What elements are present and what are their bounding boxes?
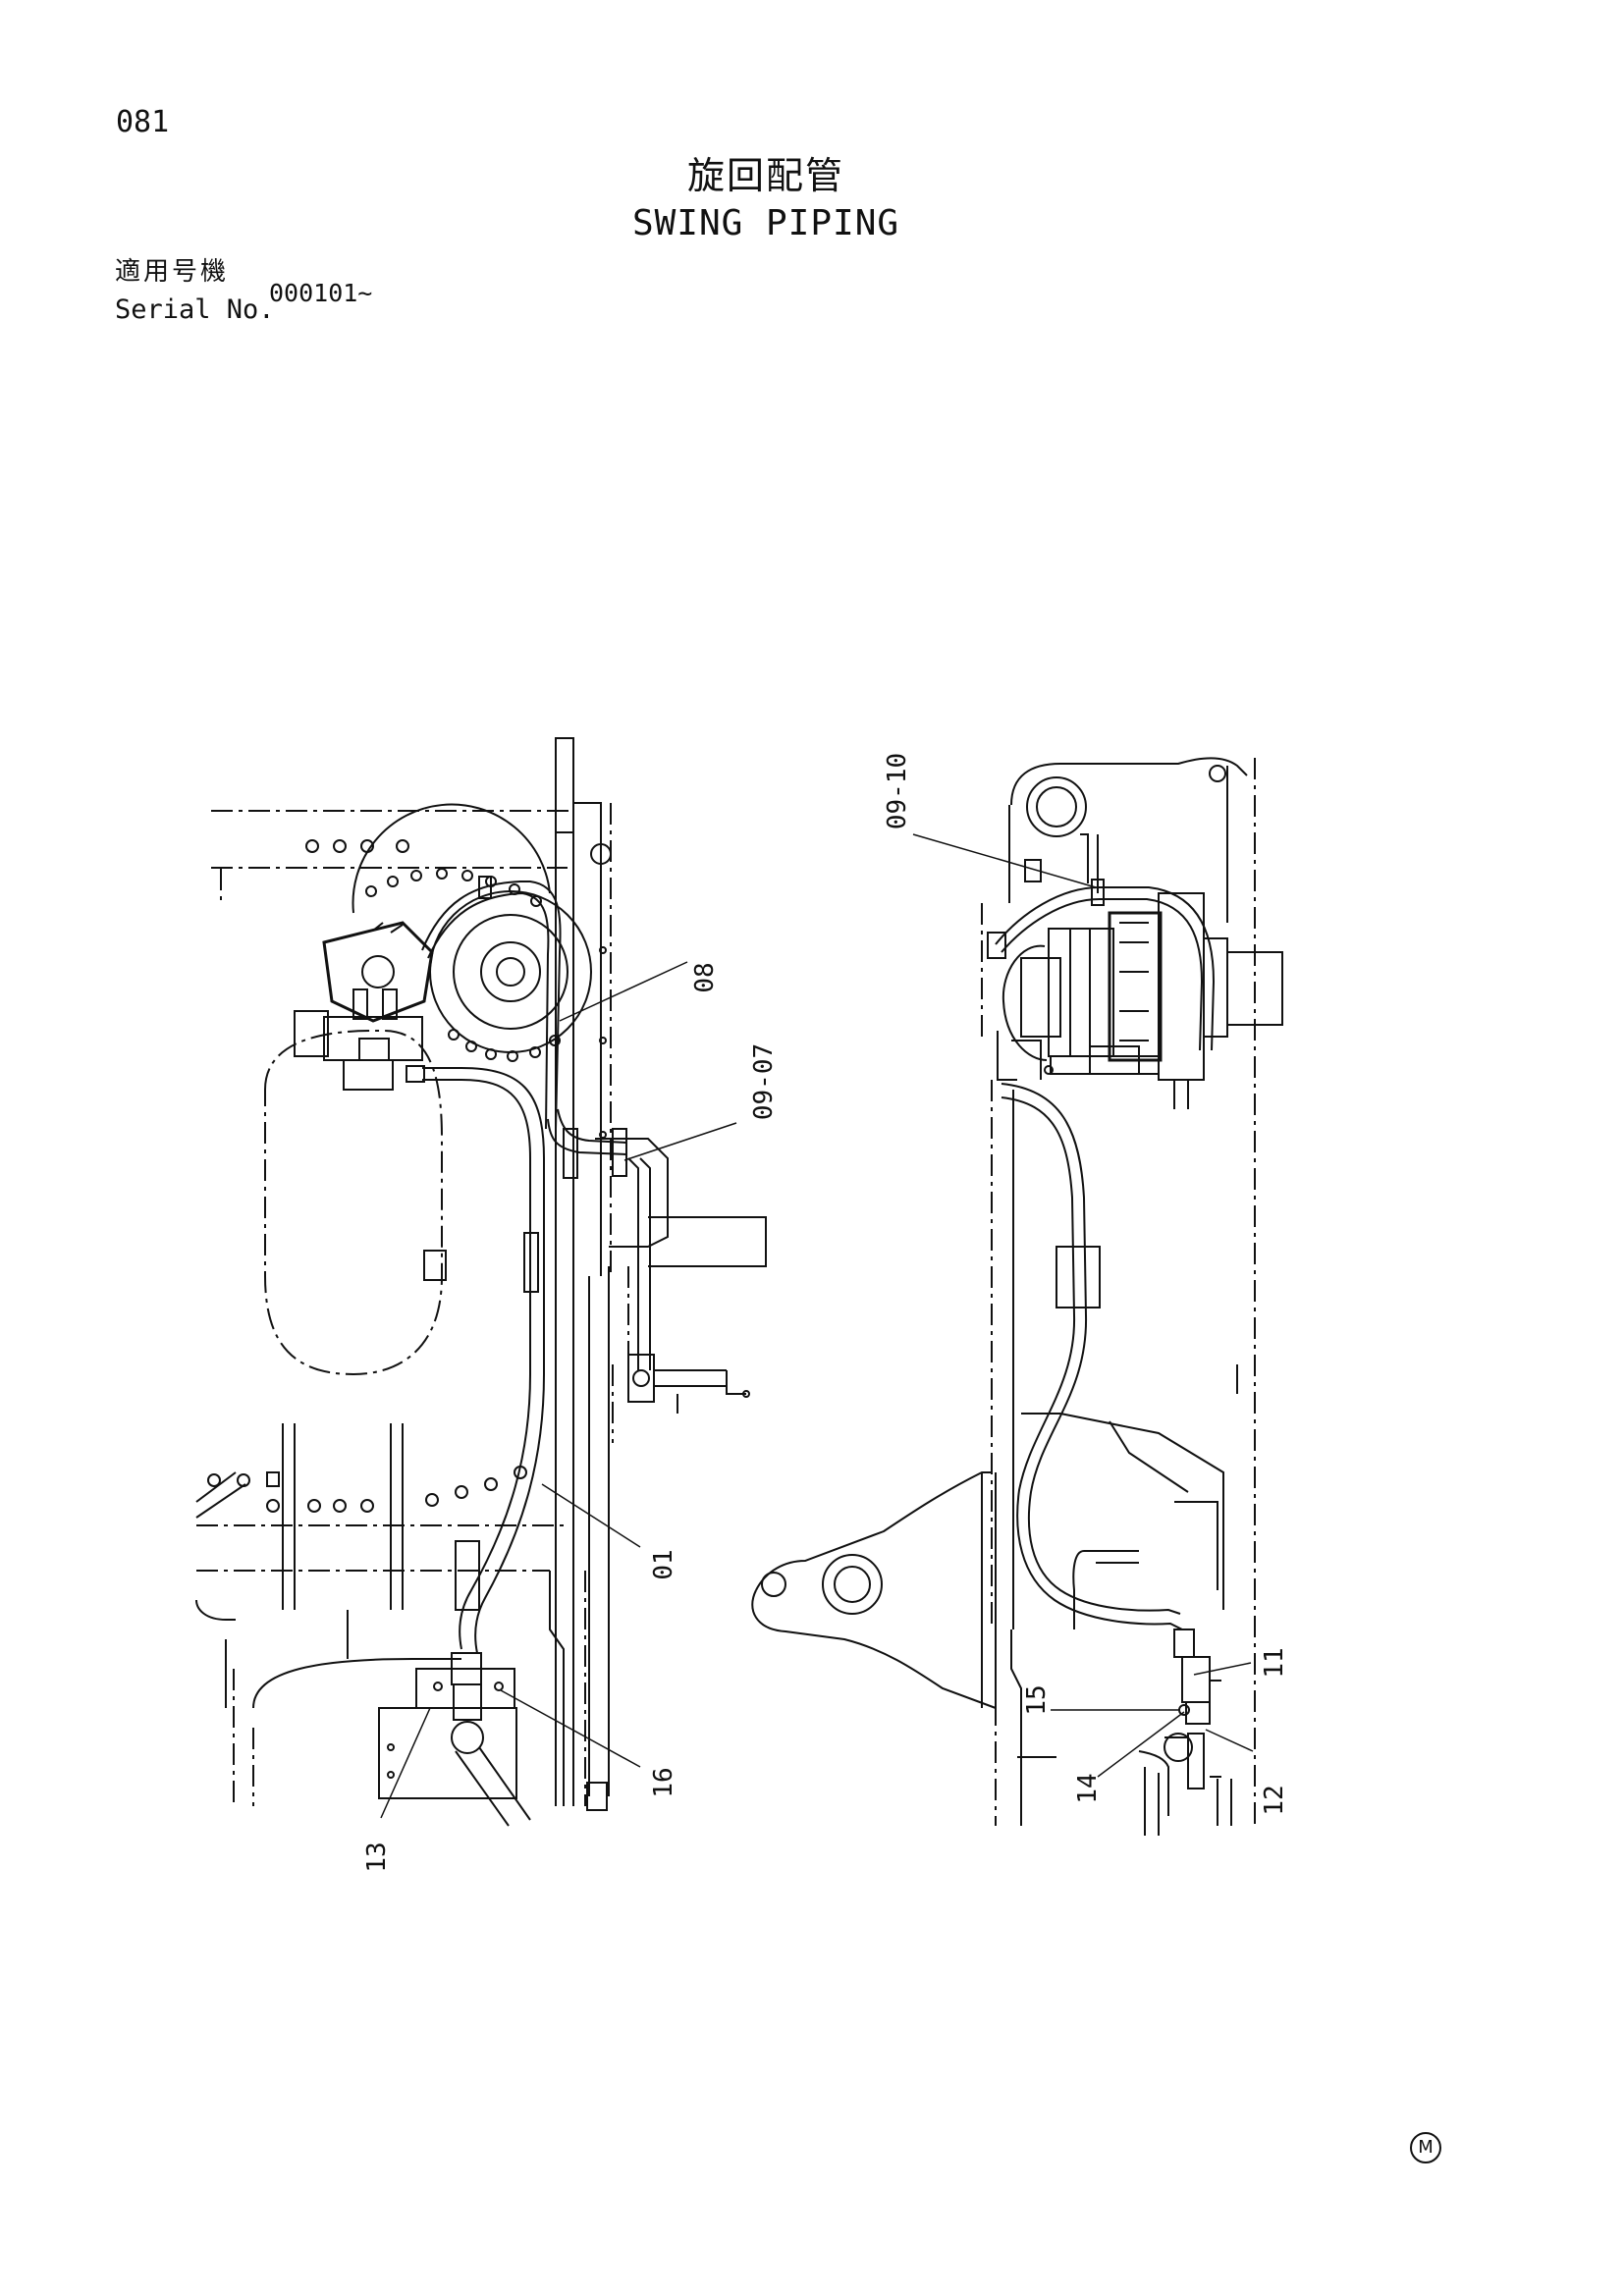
callout-15: 15	[1022, 1684, 1052, 1715]
callout-01: 01	[649, 1549, 678, 1579]
serial-label-english: Serial No.	[115, 294, 275, 325]
callout-08: 08	[690, 962, 720, 992]
callout-14: 14	[1073, 1773, 1103, 1803]
leader-lines	[380, 833, 1254, 1819]
serial-number-value: 000101~	[269, 279, 373, 307]
callout-09-07: 09-07	[749, 1043, 779, 1120]
callout-09-10: 09-10	[883, 753, 912, 829]
page-number: 081	[116, 105, 170, 139]
page-title-japanese: 旋回配管	[686, 154, 844, 197]
callout-13: 13	[362, 1842, 392, 1872]
callout-11: 11	[1260, 1647, 1289, 1678]
right-view	[751, 757, 1283, 1836]
left-view	[195, 737, 767, 1827]
page-title-english: SWING PIPING	[631, 203, 900, 243]
callout-labels: 08 09-07 01 16 13 09-10 11 12 14 15	[362, 753, 1289, 1873]
callout-16: 16	[649, 1767, 678, 1797]
callout-12: 12	[1260, 1785, 1289, 1815]
serial-label-japanese: 適用号機	[115, 257, 230, 287]
manufacturer-mark: M	[1410, 2132, 1441, 2163]
